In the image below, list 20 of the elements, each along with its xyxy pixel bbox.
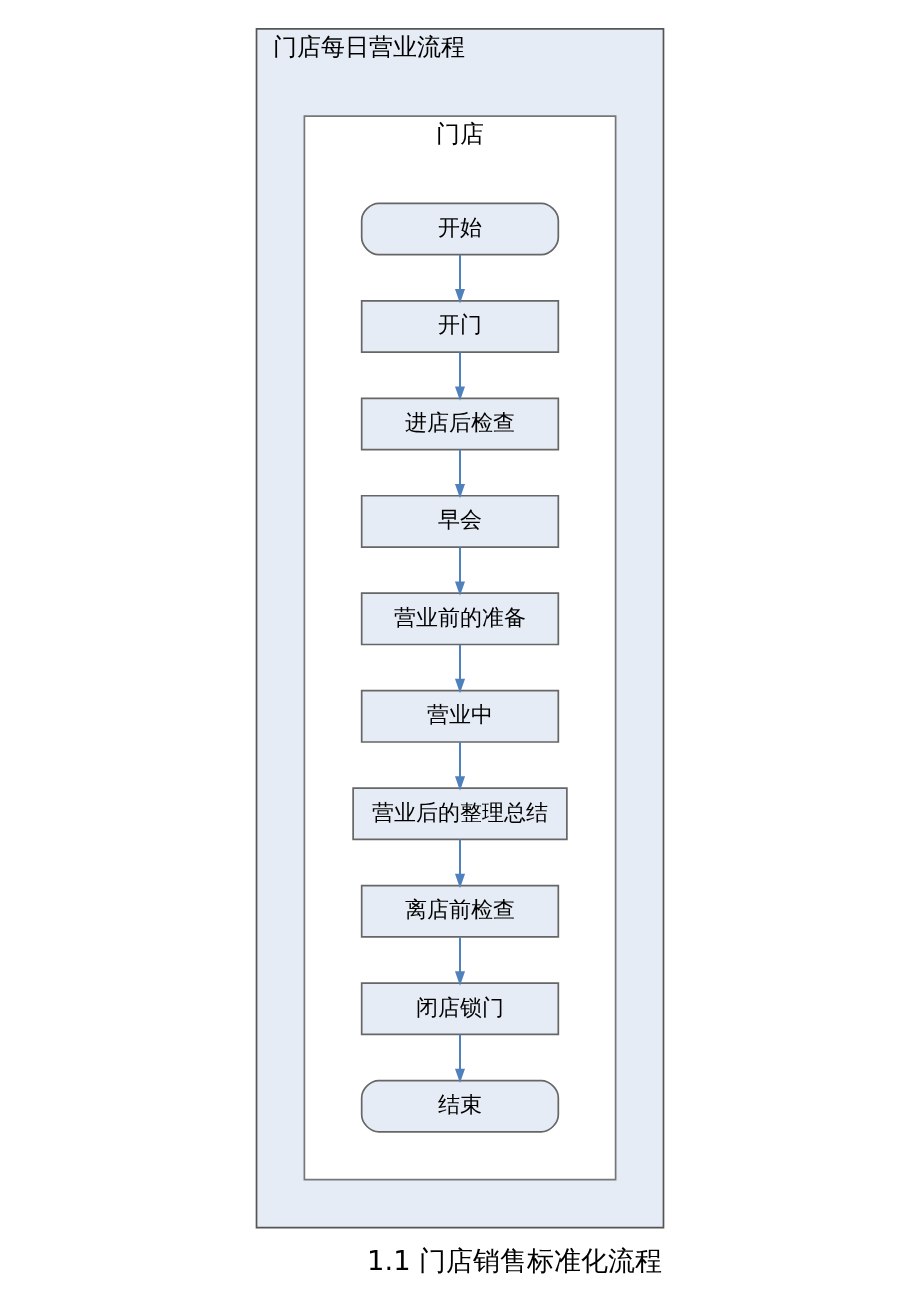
node-box: 开门: [360, 299, 560, 353]
node-box: 开始: [360, 202, 560, 256]
arrow: [454, 547, 466, 596]
arrow: [454, 644, 466, 694]
node-box: 营业中: [360, 689, 560, 743]
arrow: [454, 839, 466, 889]
node-box: 闭店锁门: [360, 982, 560, 1036]
arrow: [454, 449, 466, 499]
node-box: 早会: [360, 494, 560, 548]
arrow: [454, 937, 466, 986]
arrow: [454, 1034, 466, 1084]
node-box: 营业前的准备: [360, 592, 560, 646]
caption: 1.1 门店销售标准化流程: [367, 1245, 663, 1277]
node-box: 离店前检查: [360, 884, 560, 938]
node-box: 营业后的整理总结: [352, 787, 568, 841]
arrow: [454, 254, 466, 304]
node-box: 结束: [360, 1079, 560, 1133]
node-box: 进店后检查: [360, 397, 560, 451]
arrow: [454, 352, 466, 401]
arrow: [454, 742, 466, 791]
